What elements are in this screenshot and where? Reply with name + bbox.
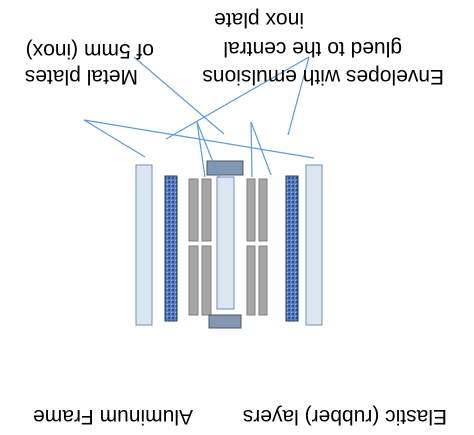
envelope-2-upper — [246, 178, 256, 242]
envelope-1-lower — [258, 245, 268, 316]
envelope-1-upper — [258, 178, 268, 242]
arrow-envelope-3 — [196, 121, 206, 178]
envelope-4-upper — [188, 178, 199, 242]
envelope-3-upper — [201, 178, 212, 242]
arrow-elastic-layer-1 — [287, 56, 310, 136]
rotated-content: Metal plates of 5mm (inox) Envelopes wit… — [25, 8, 447, 428]
label-aluminium-frame: Aluminum Frame — [33, 405, 193, 428]
arrow-metal-plate-1 — [83, 119, 146, 158]
frame-block-bottom — [206, 160, 244, 176]
labels: Metal plates of 5mm (inox) Envelopes wit… — [25, 8, 447, 428]
central-inox-plate — [216, 176, 235, 310]
arrow-envelope-2 — [250, 121, 253, 178]
metal-plate-outer-2 — [135, 164, 153, 326]
arrow-aluminium-frame — [133, 56, 225, 135]
envelope-4-lower — [188, 245, 199, 316]
rubber-layer-2 — [164, 175, 178, 322]
label-metal-plates-line1: Metal plates — [25, 65, 138, 88]
label-elastic-layers: Elastic (rubber) layers — [243, 405, 447, 428]
label-envelopes-line3: inox plate — [214, 8, 304, 31]
arrow-envelope-4 — [196, 121, 220, 178]
envelope-2-lower — [246, 245, 256, 316]
label-envelopes-line1: Envelopes with emulsions — [202, 65, 444, 88]
assembly-structure — [135, 160, 323, 329]
leader-lines — [83, 56, 315, 178]
label-envelopes-line2: glued to the central — [223, 37, 402, 60]
frame-block-top — [208, 314, 242, 329]
label-metal-plates-line2: of 5mm (inox) — [26, 39, 154, 62]
envelope-3-lower — [201, 245, 212, 316]
rubber-layer-1 — [285, 175, 299, 322]
arrow-elastic-layer-2 — [165, 56, 310, 140]
arrow-envelope-1 — [250, 121, 272, 176]
metal-plate-outer-1 — [305, 164, 323, 326]
